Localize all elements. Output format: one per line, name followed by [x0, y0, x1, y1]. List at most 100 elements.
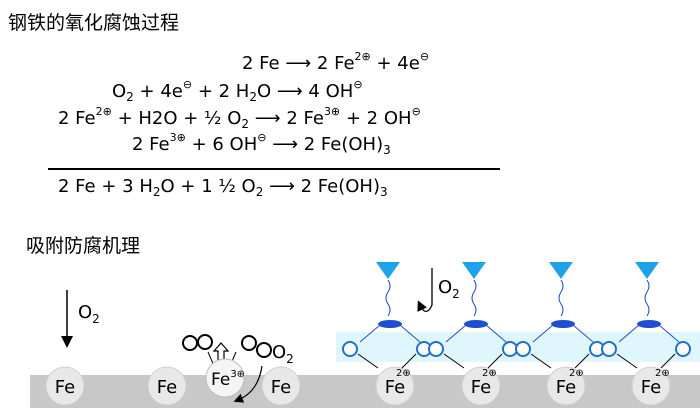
eq4-hydroxide: + 6 OH — [185, 134, 258, 155]
fe3-label: Fe3⊕ — [211, 369, 245, 390]
steel-surface — [30, 375, 700, 408]
eq3-reactants: + H2O + ½ O — [111, 108, 242, 129]
inhibitor-arm — [658, 324, 680, 343]
fe-atom-label: Fe — [641, 377, 661, 398]
surface-bond — [487, 353, 503, 369]
eq3-product: 2 Fe — [286, 108, 324, 129]
fe-atom — [261, 366, 301, 406]
inhibitor-arm — [532, 324, 554, 343]
equation-total: 2 Fe + 3 H2O + 1 ½ O2 ⟶ 2 Fe(OH)3 — [58, 176, 388, 199]
fe3-ion — [205, 358, 245, 398]
fe-atom-label: Fe — [385, 377, 405, 398]
eq3-hydroxide-charge: ⊖ — [411, 105, 421, 118]
fe-atom-label: Fe — [471, 377, 491, 398]
inhibitor-tail — [385, 279, 391, 317]
eq3-o-sub: 2 — [241, 117, 250, 131]
o2-label-right: O2 — [438, 277, 460, 301]
charge-label: 2⊕ — [569, 368, 584, 379]
surface-bond — [443, 353, 465, 369]
inhibitor-arm — [445, 324, 467, 343]
o2-bubble-1 — [182, 335, 198, 351]
inhibitor-molecules: 2⊕2⊕2⊕2⊕ — [342, 262, 691, 379]
inhibitor-head-icon — [549, 262, 573, 279]
adsorption-ring — [428, 341, 444, 357]
inhibitor-arm — [399, 324, 421, 343]
total-product: 2 Fe(OH) — [300, 176, 380, 197]
eq2-o-sub: 2 — [126, 90, 134, 104]
inhibitor-head-icon — [635, 262, 659, 279]
eq2-water-h: + 2 H — [192, 81, 250, 102]
ion-up-arrow-icon — [212, 342, 230, 361]
o2-bubble-2 — [197, 334, 213, 350]
total-product-sub: 3 — [380, 185, 388, 199]
equation-2: O2 + 4e⊖ + 2 H2O ⟶ 4 OH⊖ — [112, 78, 363, 104]
eq1-product-charge: 2⊕ — [354, 50, 371, 63]
corrosion-title: 钢铁的氧化腐蚀过程 — [8, 12, 180, 34]
total-reactant-2: O + 1 ½ O — [160, 176, 256, 197]
charge-label: 2⊕ — [655, 368, 670, 379]
eq4-product: 2 Fe(OH) — [303, 134, 384, 155]
equation-1: 2 Fe ⟶ 2 Fe2⊕ + 4e⊖ — [242, 50, 429, 74]
eq3-arrow: ⟶ — [254, 108, 281, 129]
equation-divider — [48, 168, 500, 170]
eq1-reactant: 2 Fe — [242, 53, 280, 74]
eq2-o: O — [112, 81, 127, 102]
surface-bond — [401, 353, 417, 369]
fe-atom — [546, 366, 586, 406]
equation-3: 2 Fe2⊕ + H2O + ½ O2 ⟶ 2 Fe3⊕ + 2 OH⊖ — [58, 105, 421, 131]
inhibitor-head-icon — [462, 262, 486, 279]
eq3-fe-charge: 2⊕ — [95, 105, 112, 118]
eq4-product-sub: 3 — [383, 143, 391, 157]
inhibitor-arm — [359, 324, 381, 343]
eq4-fe-charge: 3⊕ — [169, 131, 186, 144]
surface-bond — [660, 353, 676, 369]
inhibitor-arm — [485, 324, 507, 343]
inhibitor-core — [378, 320, 402, 328]
eq3-hydroxide: + 2 OH — [340, 108, 412, 129]
adsorption-ring — [515, 341, 531, 357]
equation-4: 2 Fe3⊕ + 6 OH⊖ ⟶ 2 Fe(OH)3 — [132, 131, 391, 157]
eq1-arrow: ⟶ — [285, 53, 312, 74]
adsorption-title: 吸附防腐机理 — [26, 235, 141, 257]
fe-atom — [461, 366, 501, 406]
eq1-electrons: + 4e — [370, 53, 420, 74]
eq2-product: 4 OH — [308, 81, 354, 102]
o2-bubble-4 — [256, 342, 272, 358]
fe-atom-label: Fe — [271, 377, 291, 398]
surface-bond — [530, 353, 552, 369]
surface-bond — [357, 353, 379, 369]
eq1-product: 2 Fe — [316, 53, 355, 74]
eq2-product-charge: ⊖ — [353, 78, 363, 91]
eq2-electrons: + 4e — [133, 81, 183, 102]
surface-bond — [616, 353, 638, 369]
total-o-sub: 2 — [255, 185, 264, 199]
o2-label-left: O2 — [78, 302, 100, 326]
eq1-electron-charge: ⊖ — [419, 50, 430, 63]
inhibitor-arm — [618, 324, 640, 343]
eq4-fe: 2 Fe — [132, 134, 170, 155]
fe-atom — [147, 366, 187, 406]
fe-atom-label: Fe — [55, 377, 75, 398]
adsorption-ring — [342, 341, 358, 357]
o2-bubble-3 — [241, 335, 257, 351]
eq4-arrow: ⟶ — [272, 134, 299, 155]
eq4-hydroxide-charge: ⊖ — [257, 131, 267, 144]
inhibitor-core — [464, 320, 488, 328]
eq2-water-o: O — [256, 81, 272, 102]
inhibitor-tail — [644, 279, 650, 317]
inhibitor-core — [637, 320, 661, 328]
eq2-water-sub: 2 — [249, 90, 257, 104]
eq3-fe: 2 Fe — [58, 108, 96, 129]
fe-atom — [45, 366, 85, 406]
adsorption-ring — [502, 341, 518, 357]
eq2-arrow: ⟶ — [276, 81, 303, 102]
total-h-sub: 2 — [152, 185, 161, 199]
inhibitor-arm — [572, 324, 594, 343]
adsorption-ring — [675, 341, 691, 357]
surface-bond — [574, 353, 590, 369]
fe-atom — [375, 366, 415, 406]
inhibitor-core — [551, 320, 575, 328]
charge-label: 2⊕ — [396, 368, 411, 379]
